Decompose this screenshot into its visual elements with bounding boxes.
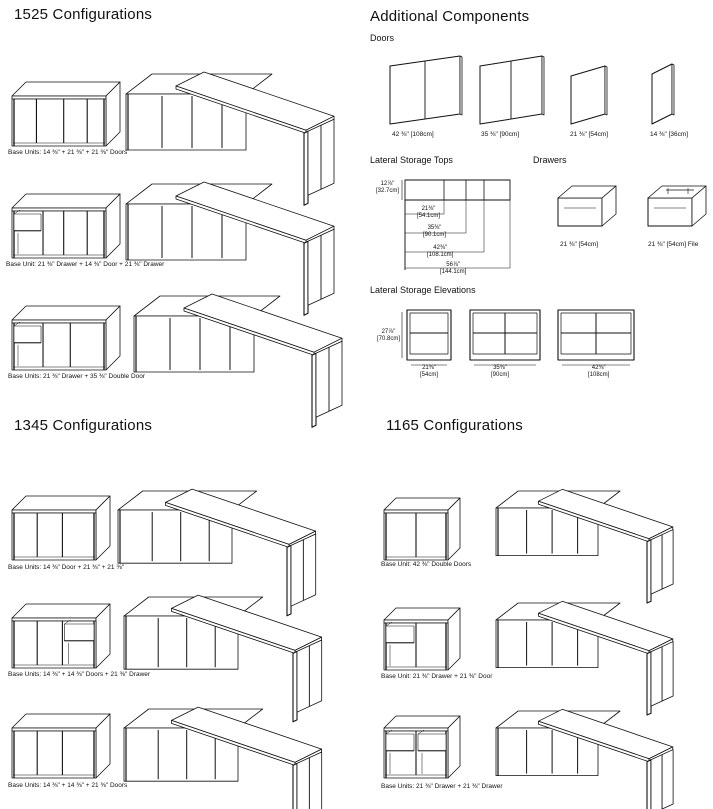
door-thickness [672,64,674,115]
cabinet-top-edge [12,96,106,99]
open-shelf [418,734,446,751]
elev-height-dim: 27⅞"[70.8cm] [377,329,401,342]
caption-1345-row1: Base Units: 14 ⅜" Door + 21 ⅜" + 21 ⅜" [8,564,125,571]
desk-leg [293,763,297,809]
elev-width-35-dim: 35⅜"[90cm] [491,365,510,378]
drawer-front [558,198,602,226]
desk-leg [304,241,308,315]
doors-title: Doors [370,33,395,43]
cabinet-top-edge [384,728,448,731]
desk-leg [287,545,291,615]
cabinet-top [384,608,460,620]
desk-leg [647,652,651,715]
cabinet-top [384,716,460,728]
door-thickness [542,56,544,115]
tops-width-21-dim: 21⅜"[54.1cm] [417,206,441,219]
caption-1345-row3: Base Units: 14 ⅜" + 14 ⅜" + 21 ⅜" Doors [8,782,128,789]
elevations-title: Lateral Storage Elevations [370,285,476,295]
cabinet-top-edge [12,618,96,621]
shelf-depth [418,730,424,734]
cabinet-top-edge [12,320,106,323]
caption-1525-row3: Base Units: 21 ⅜" Drawer + 35 ⅜" Double … [8,373,146,380]
door-label-42: 42 ⅜" [108cm] [392,131,434,138]
title-additional-components: Additional Components [370,8,530,25]
cabinet-top-edge [12,728,96,731]
drawer-side [602,186,616,226]
drawer-side [692,186,706,226]
cabinet-top [12,82,120,96]
cabinet-top-edge [384,510,448,513]
door-label-35: 35 ⅜" [90cm] [481,131,520,138]
cabinet-top [12,604,110,618]
tops-outline [405,180,510,200]
elev-width-42-dim: 42⅜"[108cm] [588,365,610,378]
cabinet-top-edge [12,510,96,513]
open-shelf [386,626,414,643]
caption-1165-row3: Base Units: 21 ⅜" Drawer + 21 ⅜" Drawer [381,783,503,790]
shelf-depth [386,622,392,626]
tops-width-42-dim: 42⅜"[108.1cm] [427,245,454,258]
desk-leg [304,131,308,205]
tops-title: Lateral Storage Tops [370,155,453,165]
drawer-front [648,198,692,226]
desk-leg [312,353,316,427]
open-shelf [14,214,41,231]
caption-1525-row2: Base Unit: 21 ⅜" Drawer + 14 ⅜" Door + 2… [6,261,165,268]
title-1345: 1345 Configurations [14,417,153,434]
title-1165: 1165 Configurations [386,417,523,434]
tops-depth-dim: 12⅞"[32.7cm] [376,181,400,194]
caption-1345-row2: Base Units: 14 ⅜" + 14 ⅜" Doors + 21 ⅜" … [8,671,151,678]
cabinet-top-edge [384,620,448,623]
desk-leg [647,760,651,809]
door-label-14: 14 ⅜" [36cm] [650,131,689,138]
caption-1165-row1: Base Unit: 42 ⅜" Double Doors [381,561,472,568]
door-thickness [460,56,462,115]
cabinet-top-edge [12,208,106,211]
open-shelf [14,326,41,343]
drawer-label-file: 21 ⅜" [54cm] File [648,241,699,248]
shelf-depth [64,620,70,624]
caption-1525-row1: Base Units: 14 ⅜" + 21 ⅜" + 21 ⅜" Doors [8,149,128,156]
tops-width-35-dim: 35⅜"[90.1cm] [423,225,447,238]
title-1525: 1525 Configurations [14,6,153,23]
cabinet-top [384,498,460,510]
door-panel [652,64,672,124]
shelf-depth [14,210,20,214]
open-shelf [386,734,414,751]
shelf-depth [386,730,392,734]
door-label-21: 21 ⅜" [54cm] [570,131,609,138]
door-thickness [605,66,607,115]
drawer-label-standard: 21 ⅜" [54cm] [560,241,599,248]
desk-leg [647,540,651,603]
elev-width-21-dim: 21⅜"[54cm] [420,365,439,378]
cabinet-top [12,714,110,728]
tops-width-56-dim: 56⅞"[144.1cm] [440,262,467,275]
open-shelf [64,624,94,641]
door-panel [571,66,605,124]
drawers-title: Drawers [533,155,567,165]
cabinet-front [12,731,96,778]
cabinet-top [12,194,120,208]
caption-1165-row2: Base Unit: 21 ⅜" Drawer + 21 ⅜" Door [381,673,493,680]
shelf-depth [14,322,20,326]
cabinet-top [12,496,110,510]
desk-leg [293,651,297,721]
cabinet-front [12,513,96,560]
cabinet-front [12,99,106,146]
cabinet-top [12,306,120,320]
